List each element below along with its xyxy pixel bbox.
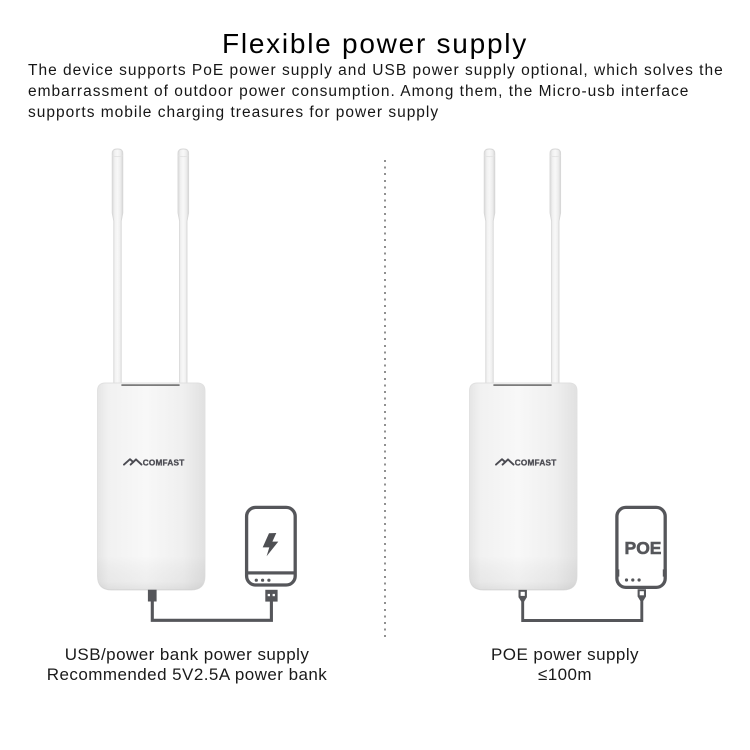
- svg-text:COMFAST: COMFAST: [515, 458, 557, 467]
- svg-text:COMFAST: COMFAST: [143, 458, 185, 467]
- svg-text:POE: POE: [625, 538, 662, 558]
